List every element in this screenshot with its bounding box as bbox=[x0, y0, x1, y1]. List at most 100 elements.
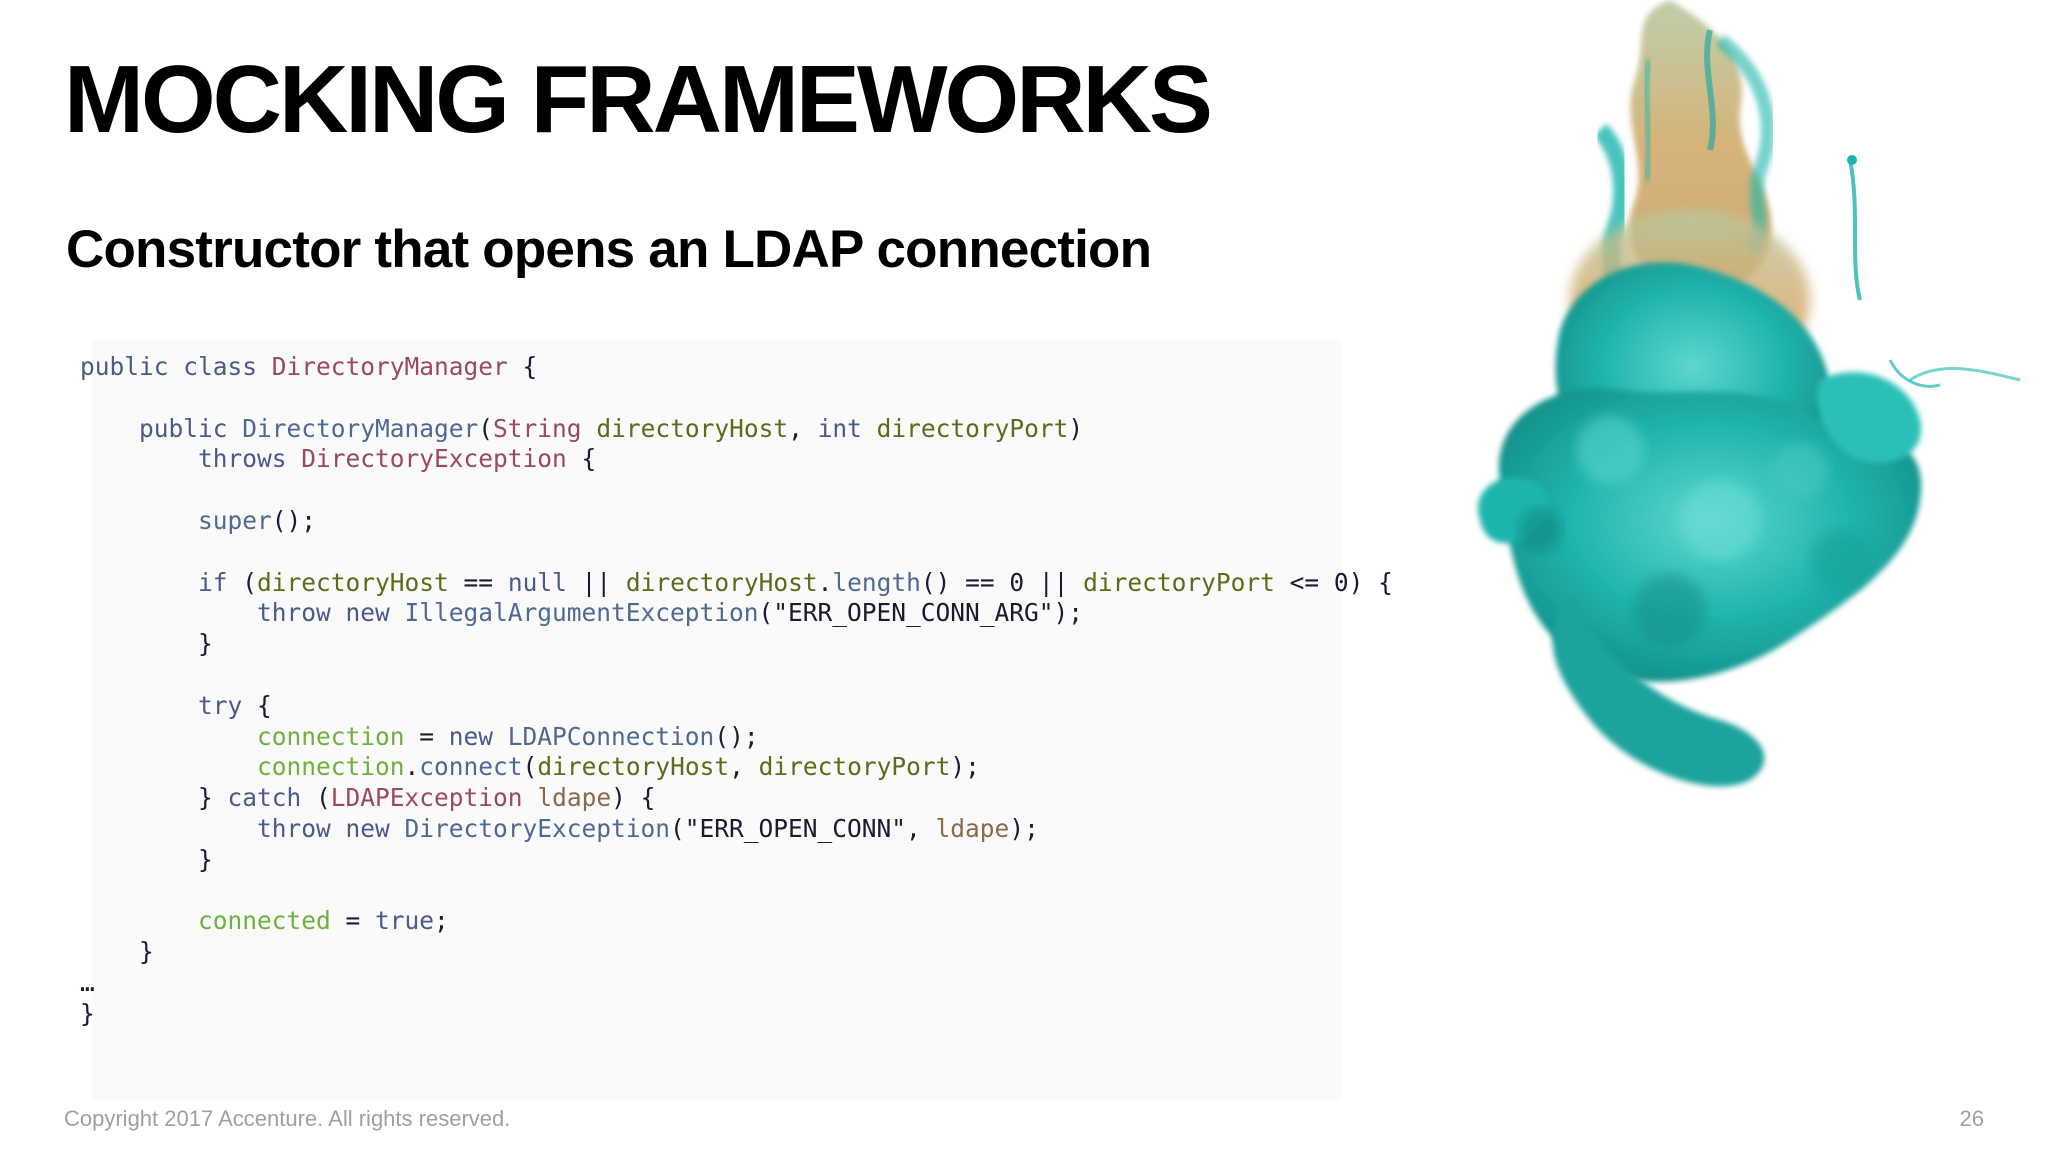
code-line bbox=[80, 537, 1393, 568]
code-token: new bbox=[448, 721, 508, 751]
code-line bbox=[80, 383, 1393, 414]
code-line bbox=[80, 660, 1393, 691]
code-token: ; bbox=[434, 906, 449, 936]
code-line: } bbox=[80, 629, 1393, 660]
code-token: ); bbox=[950, 752, 980, 782]
code-token: length bbox=[832, 567, 921, 597]
code-token: ldape bbox=[537, 783, 612, 813]
code-token: } bbox=[80, 783, 228, 813]
code-token: directoryHost bbox=[257, 567, 449, 597]
code-panel bbox=[92, 340, 1342, 1100]
code-token: { bbox=[507, 352, 538, 381]
code-token: <= 0) { bbox=[1274, 567, 1393, 597]
code-token bbox=[582, 414, 597, 443]
code-token: . bbox=[404, 752, 420, 782]
code-line: try { bbox=[80, 691, 1393, 722]
code-token: throw new bbox=[80, 598, 405, 628]
code-line bbox=[80, 876, 1393, 907]
code-token: String bbox=[493, 413, 582, 443]
code-token: public bbox=[80, 413, 243, 443]
code-token: = bbox=[404, 721, 449, 751]
code-token: directoryHost bbox=[625, 567, 818, 597]
code-token: . bbox=[817, 567, 833, 597]
code-token: ( bbox=[301, 783, 331, 813]
code-line: super(); bbox=[80, 506, 1393, 537]
code-token: if bbox=[80, 567, 243, 597]
code-token: DirectoryException bbox=[404, 813, 671, 843]
code-token: … bbox=[80, 967, 95, 997]
code-line: public DirectoryManager(String directory… bbox=[80, 414, 1393, 445]
code-token: super bbox=[80, 505, 272, 535]
code-line bbox=[80, 475, 1393, 506]
code-line: } catch (LDAPException ldape) { bbox=[80, 783, 1393, 814]
code-line: throws DirectoryException { bbox=[80, 444, 1393, 475]
code-line: } bbox=[80, 999, 1393, 1030]
code-token: ); bbox=[1009, 813, 1039, 843]
code-token: } bbox=[80, 937, 154, 967]
page-number: 26 bbox=[1959, 1106, 1984, 1131]
code-line: } bbox=[80, 845, 1393, 876]
code-token: DirectoryManager bbox=[242, 413, 479, 443]
code-token bbox=[862, 414, 877, 443]
code-token: , bbox=[729, 752, 759, 782]
copyright-footer: Copyright 2017 Accenture. All rights res… bbox=[64, 1106, 511, 1131]
ink-cloud-illustration bbox=[1478, 0, 2021, 787]
code-token: directoryHost bbox=[537, 752, 730, 782]
code-token: { bbox=[566, 444, 597, 474]
code-line: } bbox=[80, 937, 1393, 968]
code-token bbox=[523, 783, 538, 812]
code-token: ) { bbox=[611, 783, 656, 813]
code-token: directoryPort bbox=[1083, 567, 1275, 597]
code-token: = bbox=[330, 906, 376, 936]
code-line: … bbox=[80, 968, 1393, 999]
code-token: ( bbox=[478, 413, 494, 443]
code-token: , bbox=[788, 413, 818, 443]
code-line: throw new DirectoryException("ERR_OPEN_C… bbox=[80, 814, 1393, 845]
code-token: ) bbox=[1068, 413, 1084, 443]
code-token: ldape bbox=[935, 813, 1010, 843]
code-token: ( bbox=[242, 567, 258, 597]
code-line: public class DirectoryManager { bbox=[80, 352, 1393, 383]
code-token: try bbox=[80, 690, 243, 720]
code-token: ( bbox=[522, 752, 538, 782]
code-token: connection bbox=[80, 721, 405, 751]
code-token: true bbox=[375, 906, 435, 936]
code-token: LDAPException bbox=[330, 783, 523, 813]
code-token: DirectoryManager bbox=[271, 352, 508, 381]
code-token: throw new bbox=[80, 813, 405, 843]
code-line: if (directoryHost == null || directoryHo… bbox=[80, 568, 1393, 599]
code-token: } bbox=[80, 844, 213, 874]
code-token: connection bbox=[80, 752, 405, 782]
code-token: IllegalArgumentException bbox=[404, 598, 759, 628]
code-token: null bbox=[507, 567, 567, 597]
code-line: connection.connect(directoryHost, direct… bbox=[80, 752, 1393, 783]
code-token: || bbox=[566, 567, 626, 597]
code-token: == bbox=[448, 567, 508, 597]
code-token: } bbox=[80, 998, 95, 1028]
code-token: int bbox=[817, 413, 862, 443]
code-token: directoryPort bbox=[876, 413, 1069, 443]
code-line: connection = new LDAPConnection(); bbox=[80, 722, 1393, 753]
code-token: connect bbox=[419, 752, 523, 782]
code-token: (); bbox=[271, 505, 317, 535]
code-token: connected bbox=[80, 906, 331, 936]
code-token: public class bbox=[80, 352, 272, 381]
slide-title: MOCKING FRAMEWORKS bbox=[64, 46, 1213, 153]
code-token: { bbox=[242, 690, 272, 720]
code-token: directoryHost bbox=[596, 413, 789, 443]
code-token: (); bbox=[714, 721, 759, 751]
code-token: catch bbox=[227, 783, 302, 813]
code-token: ("ERR_OPEN_CONN", bbox=[670, 813, 936, 843]
code-block: public class DirectoryManager { public D… bbox=[80, 352, 1393, 1030]
code-token: ("ERR_OPEN_CONN_ARG"); bbox=[758, 598, 1084, 628]
slide-subtitle: Constructor that opens an LDAP connectio… bbox=[66, 220, 1152, 279]
code-token: LDAPConnection bbox=[507, 721, 715, 751]
code-line: throw new IllegalArgumentException("ERR_… bbox=[80, 598, 1393, 629]
code-token: () == 0 || bbox=[920, 567, 1084, 597]
code-token: directoryPort bbox=[758, 752, 951, 782]
code-token: } bbox=[80, 629, 213, 659]
code-token: throws bbox=[80, 444, 302, 474]
code-token: DirectoryException bbox=[301, 444, 567, 474]
code-line: connected = true; bbox=[80, 906, 1393, 937]
